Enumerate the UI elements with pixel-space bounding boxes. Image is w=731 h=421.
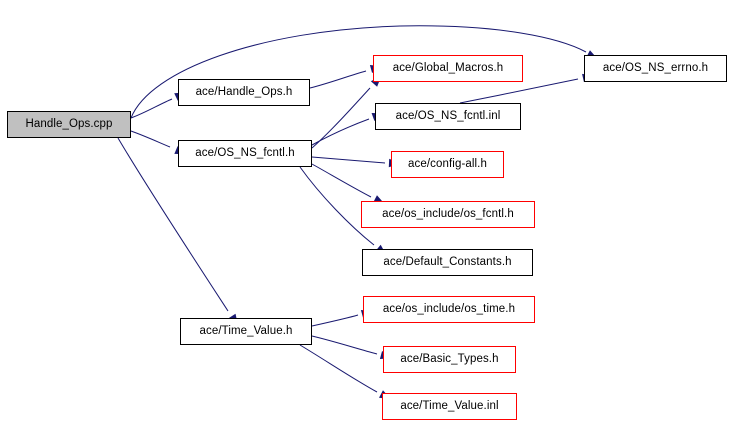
edge-root-to-time_value_h (117, 137, 229, 312)
node-global_macros_h[interactable]: ace/Global_Macros.h (373, 55, 523, 82)
node-label-global_macros_h: ace/Global_Macros.h (392, 61, 504, 74)
node-default_const_h[interactable]: ace/Default_Constants.h (362, 249, 533, 276)
node-basic_types_h[interactable]: ace/Basic_Types.h (383, 346, 516, 373)
edge-os_ns_fcntl_h-to-os_fcntl_h (311, 163, 372, 198)
edge-os_ns_fcntl_h-to-os_ns_fcntl_inl (311, 118, 370, 146)
edge-os_ns_fcntl_h-to-config_all_h (311, 156, 386, 164)
node-label-handle_ops_h: ace/Handle_Ops.h (195, 85, 293, 98)
node-time_value_h[interactable]: ace/Time_Value.h (180, 318, 312, 345)
node-os_ns_errno_h[interactable]: ace/OS_NS_errno.h (584, 55, 727, 82)
edge-time_value_h-to-time_value_inl (299, 344, 378, 393)
node-label-root: Handle_Ops.cpp (25, 117, 113, 130)
node-os_time_h[interactable]: ace/os_include/os_time.h (363, 296, 535, 323)
node-label-config_all_h: ace/config-all.h (408, 157, 487, 170)
edge-root-to-os_ns_errno_h (130, 25, 587, 119)
node-label-os_time_h: ace/os_include/os_time.h (382, 302, 516, 315)
node-label-time_value_inl: ace/Time_Value.inl (400, 399, 499, 412)
node-label-os_ns_fcntl_inl: ace/OS_NS_fcntl.inl (395, 109, 501, 122)
node-os_fcntl_h[interactable]: ace/os_include/os_fcntl.h (361, 201, 535, 228)
node-os_ns_fcntl_h[interactable]: ace/OS_NS_fcntl.h (178, 140, 312, 167)
edge-os_ns_fcntl_inl-to-os_ns_errno_h (459, 78, 579, 104)
node-handle_ops_h[interactable]: ace/Handle_Ops.h (178, 79, 310, 106)
edge-time_value_h-to-basic_types_h (311, 335, 378, 355)
edge-root-to-os_ns_fcntl_h (130, 130, 171, 148)
node-root[interactable]: Handle_Ops.cpp (7, 111, 131, 138)
node-label-os_fcntl_h: ace/os_include/os_fcntl.h (382, 207, 514, 220)
edge-root-to-handle_ops_h (130, 98, 173, 119)
node-label-os_ns_errno_h: ace/OS_NS_errno.h (602, 61, 709, 74)
edge-time_value_h-to-os_time_h (311, 314, 359, 327)
node-label-basic_types_h: ace/Basic_Types.h (400, 352, 499, 365)
node-os_ns_fcntl_inl[interactable]: ace/OS_NS_fcntl.inl (375, 103, 521, 130)
edge-os_ns_fcntl_h-to-default_const_h (299, 166, 375, 246)
node-config_all_h[interactable]: ace/config-all.h (391, 151, 504, 178)
node-label-os_ns_fcntl_h: ace/OS_NS_fcntl.h (195, 146, 295, 159)
edge-os_ns_fcntl_h-to-global_macros_h (311, 87, 371, 149)
edge-handle_ops_h-to-global_macros_h (309, 70, 367, 89)
node-label-default_const_h: ace/Default_Constants.h (383, 255, 512, 268)
node-label-time_value_h: ace/Time_Value.h (199, 324, 293, 337)
node-time_value_inl[interactable]: ace/Time_Value.inl (382, 393, 517, 420)
